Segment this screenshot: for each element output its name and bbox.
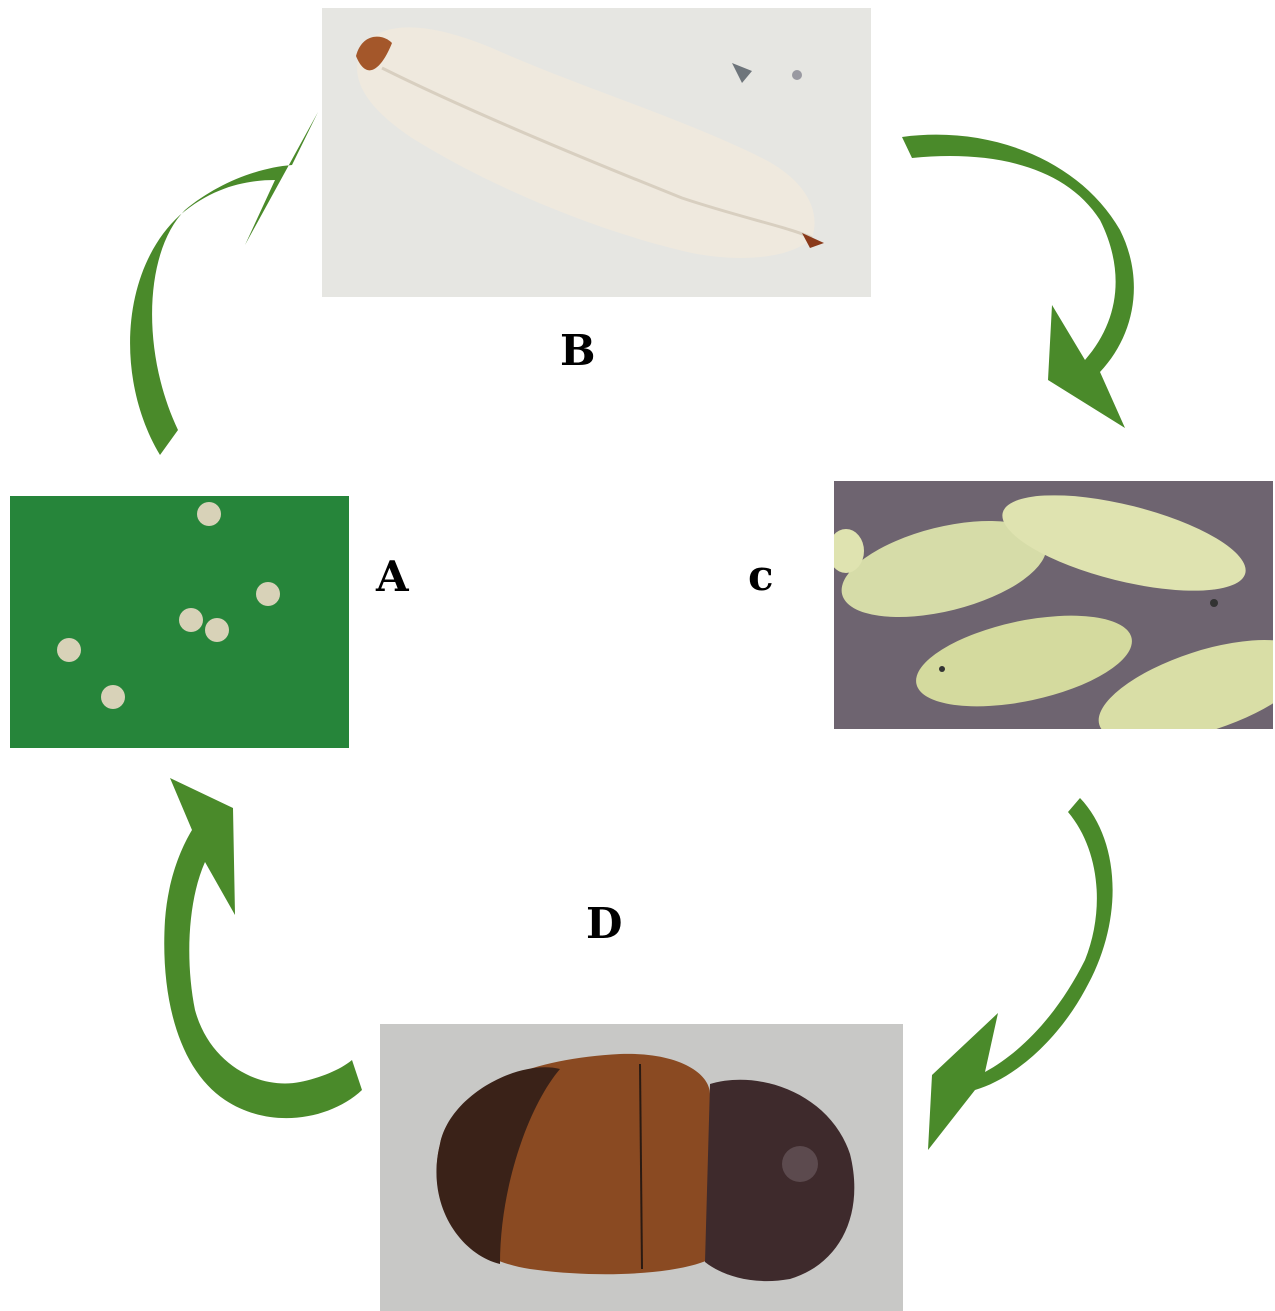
arrow-c-to-d [928, 798, 1113, 1150]
arrow-a-to-b [130, 112, 318, 455]
arrow-d-to-a [164, 778, 362, 1118]
arrow-b-to-c [902, 135, 1134, 428]
